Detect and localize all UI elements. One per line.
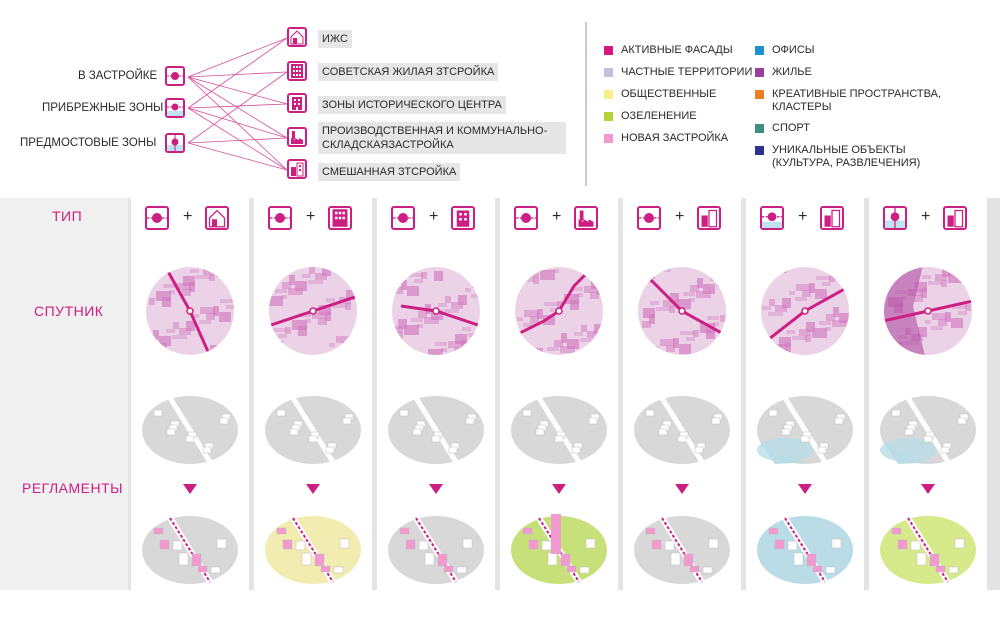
matrix-column: + [131,198,249,590]
matrix-column: + [254,198,372,590]
legend-private: ЧАСТНЫЕ ТЕРРИТОРИИ [621,66,753,78]
bridge-zone-icon [165,133,185,153]
label-column [0,198,128,590]
plus-sign: + [921,208,931,225]
house-building-icon [205,206,229,230]
legend-swatch-offices [755,46,764,55]
legend-swatch-housing [755,68,764,77]
soviet-housing-icon [287,61,307,81]
type-label-izhs: ИЖС [318,30,352,48]
massing-diagram [142,396,238,464]
satellite-map [146,267,234,355]
built-zone-icon [268,206,292,230]
massing-diagram [880,396,976,464]
plus-sign: + [429,208,439,225]
house-icon [287,27,307,47]
historic-building-icon [287,93,307,113]
label-coastal: ПРИБРЕЖНЫЕ ЗОНЫ [42,102,164,114]
factory-icon [287,127,307,147]
type-label-industrial: ПРОИЗВОДСТВЕННАЯ И КОММУНАЛЬНО-СКЛАДСКАЯ… [318,122,566,154]
bridge-zone-icon [883,206,907,230]
legend-unique: УНИКАЛЬНЫЕ ОБЪЕКТЫ (КУЛЬТУРА, РАЗВЛЕЧЕНИ… [772,144,921,169]
legend-swatch-unique [755,146,764,155]
label-bridge: ПРЕДМОСТОВЫЕ ЗОНЫ [20,137,157,149]
legend-swatch-private [604,68,613,77]
massing-diagram [265,396,361,464]
built-zone-icon [391,206,415,230]
built-zone-icon [145,206,169,230]
industrial-building-icon [574,206,598,230]
regulation-diagram [634,516,730,584]
legend-sport: СПОРТ [772,122,810,134]
regulation-diagram [265,516,361,584]
coastal-zone-icon [760,206,784,230]
legend-greenery: ОЗЕЛЕНЕНИЕ [621,110,697,122]
type-label-mixed: СМЕШАННАЯ ЗТСРОЙКА [318,163,461,181]
massing-diagram [634,396,730,464]
plus-sign: + [552,208,562,225]
historic-building-icon [451,206,475,230]
massing-diagram [511,396,607,464]
down-arrow-icon [921,484,935,494]
matrix-column: + [377,198,495,590]
down-arrow-icon [429,484,443,494]
regulation-diagram [757,516,853,584]
satellite-map [269,267,357,355]
matrix-column: + [869,198,987,590]
mixed-building-icon [697,206,721,230]
down-arrow-icon [675,484,689,494]
mixed-building-icon [287,159,307,179]
row-label-type: ТИП [52,208,83,224]
legend-housing: ЖИЛЬЕ [772,66,812,78]
legend-new-building: НОВАЯ ЗАСТРОЙКА [621,132,729,144]
connector-lines [187,22,587,186]
mixed-building-icon [943,206,967,230]
regulation-diagram [880,516,976,584]
matrix-column: + [623,198,741,590]
built-zone-icon [165,66,185,86]
legend-swatch-active-facades [604,46,613,55]
satellite-map [884,267,972,355]
label-in-built: В ЗАСТРОЙКЕ [78,70,158,82]
built-zone-icon [514,206,538,230]
regulation-diagram [511,514,607,584]
massing-diagram [757,396,853,464]
type-label-historic: ЗОНЫ ИСТОРИЧЕСКОГО ЦЕНТРА [318,96,506,114]
regulation-diagram [388,516,484,584]
legend-public: ОБЩЕСТВЕННЫЕ [621,88,717,100]
regulation-diagram [142,516,238,584]
row-label-satellite: СПУТНИК [34,303,104,319]
down-arrow-icon [798,484,812,494]
legend-offices: ОФИСЫ [772,44,815,56]
satellite-map [515,267,603,355]
legend-swatch-public [604,90,613,99]
plus-sign: + [306,208,316,225]
mixed-building-icon [820,206,844,230]
matrix-column: + [500,198,618,590]
plus-sign: + [798,208,808,225]
satellite-map [392,267,480,355]
plus-sign: + [675,208,685,225]
built-zone-icon [637,206,661,230]
legend-swatch-sport [755,124,764,133]
down-arrow-icon [552,484,566,494]
legend-swatch-creative [755,90,764,99]
row-label-regulations: РЕГЛАМЕНТЫ [22,480,124,496]
soviet-building-icon [328,206,352,230]
legend-creative: КРЕАТИВНЫЕ ПРОСТРАНСТВА, КЛАСТЕРЫ [772,88,941,113]
type-label-soviet: СОВЕТСКАЯ ЖИЛАЯ ЗТСРОЙКА [318,63,499,81]
down-arrow-icon [306,484,320,494]
satellite-map [638,267,726,355]
plus-sign: + [183,208,193,225]
legend-active-facades: АКТИВНЫЕ ФАСАДЫ [621,44,733,56]
massing-diagram [388,396,484,464]
satellite-map [761,267,849,355]
down-arrow-icon [183,484,197,494]
legend-swatch-greenery [604,112,613,121]
coastal-zone-icon [165,98,185,118]
matrix-column: + [746,198,864,590]
legend-swatch-new-building [604,134,613,143]
